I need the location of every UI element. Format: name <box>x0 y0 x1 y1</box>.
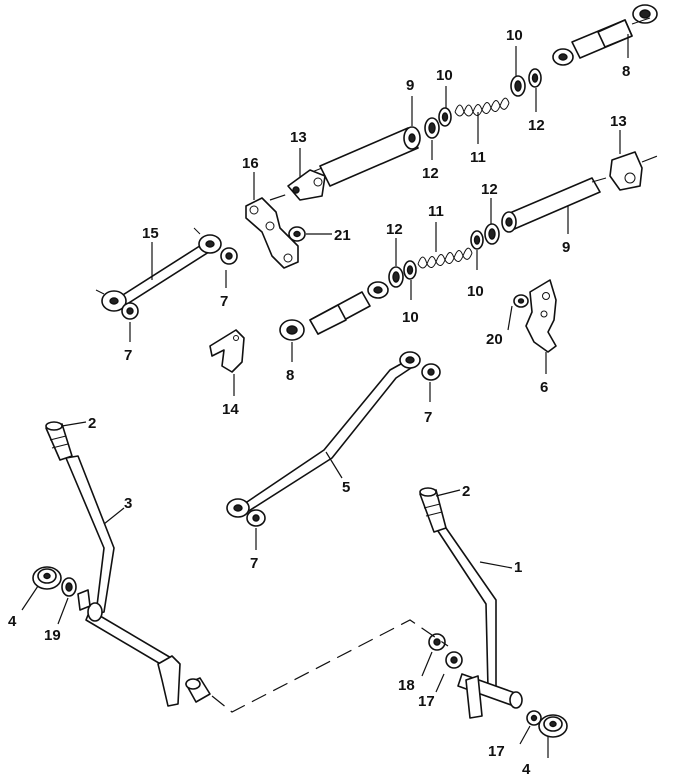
washer-19 <box>61 577 77 597</box>
bracket-14 <box>209 329 245 373</box>
callout-15: 15 <box>142 225 159 242</box>
callout-9-upper: 9 <box>406 77 414 94</box>
clevis-13-lower <box>609 151 661 191</box>
callout-11-lower: 11 <box>428 203 444 220</box>
callout-4-left: 4 <box>8 613 17 630</box>
callout-20: 20 <box>486 331 503 348</box>
callout-5: 5 <box>342 479 350 496</box>
callout-8-lower: 8 <box>286 367 294 384</box>
callout-17-b: 17 <box>488 743 505 760</box>
callout-17-a: 17 <box>418 693 435 710</box>
bushing-18 <box>428 633 446 651</box>
callout-21: 21 <box>334 227 351 244</box>
callout-1: 1 <box>514 559 522 576</box>
callout-10-b: 10 <box>506 27 523 44</box>
callout-12-a: 12 <box>422 165 439 182</box>
bracket-6 <box>525 279 557 353</box>
callout-14: 14 <box>222 401 239 418</box>
callout-12-b: 12 <box>528 117 545 134</box>
rod-end-8-upper <box>552 4 658 66</box>
bushing-7-link15-right <box>220 247 238 265</box>
callout-2-left: 2 <box>88 415 96 432</box>
bushing-17-upper <box>445 651 463 669</box>
rod-end-8-lower <box>279 281 389 341</box>
phantom-shaft-line <box>211 619 449 713</box>
handle-2-left <box>45 421 73 461</box>
callout-12-c: 12 <box>386 221 403 238</box>
callout-10-d: 10 <box>467 283 484 300</box>
bushing-7-link5-bottom <box>246 509 266 527</box>
callout-7-d: 7 <box>250 555 258 572</box>
callout-11-upper: 11 <box>470 149 486 166</box>
callout-7-c: 7 <box>424 409 432 426</box>
bushing-7-link15-left <box>121 302 139 320</box>
cylinder-9-lower <box>501 177 607 233</box>
nut-21 <box>288 226 306 242</box>
callout-13-lower: 13 <box>610 113 627 130</box>
callout-12-d: 12 <box>481 181 498 198</box>
callout-10-c: 10 <box>402 309 419 326</box>
clevis-13-upper <box>269 169 326 201</box>
cylinder-9-upper <box>311 126 421 187</box>
bushing-left-lever <box>185 677 211 703</box>
clip-left <box>77 589 91 611</box>
callout-7-a: 7 <box>220 293 228 310</box>
callout-2-right: 2 <box>462 483 470 500</box>
link-15 <box>95 227 222 312</box>
lever-1 <box>435 527 523 719</box>
callout-19: 19 <box>44 627 61 644</box>
spring-11-lower <box>417 247 473 269</box>
leader-lines <box>21 34 629 758</box>
callout-10-a: 10 <box>436 67 453 84</box>
handle-2-right <box>419 487 447 533</box>
lower-cylinder-assembly <box>279 151 661 341</box>
spring-11-upper <box>454 97 510 117</box>
bushing-7-link5-top <box>421 363 441 381</box>
callout-3: 3 <box>124 495 132 512</box>
bushing-17-lower <box>526 710 542 726</box>
link-5 <box>226 351 421 518</box>
callout-7-b: 7 <box>124 347 132 364</box>
knob-4-right <box>538 714 568 738</box>
callout-18: 18 <box>398 677 415 694</box>
callout-8-upper: 8 <box>622 63 630 80</box>
callout-9-lower: 9 <box>562 239 570 256</box>
knob-4-left <box>32 566 62 590</box>
callout-4-right: 4 <box>522 761 531 778</box>
nut-20 <box>513 294 529 308</box>
bracket-16 <box>245 197 299 269</box>
upper-cylinder-assembly <box>269 4 658 201</box>
callout-6: 6 <box>540 379 548 396</box>
callout-16: 16 <box>242 155 259 172</box>
callout-13-upper: 13 <box>290 129 307 146</box>
lever-3 <box>65 455 181 707</box>
callout-labels: 1 2 2 3 4 4 5 6 7 7 7 7 8 8 9 9 10 10 10… <box>8 27 630 778</box>
